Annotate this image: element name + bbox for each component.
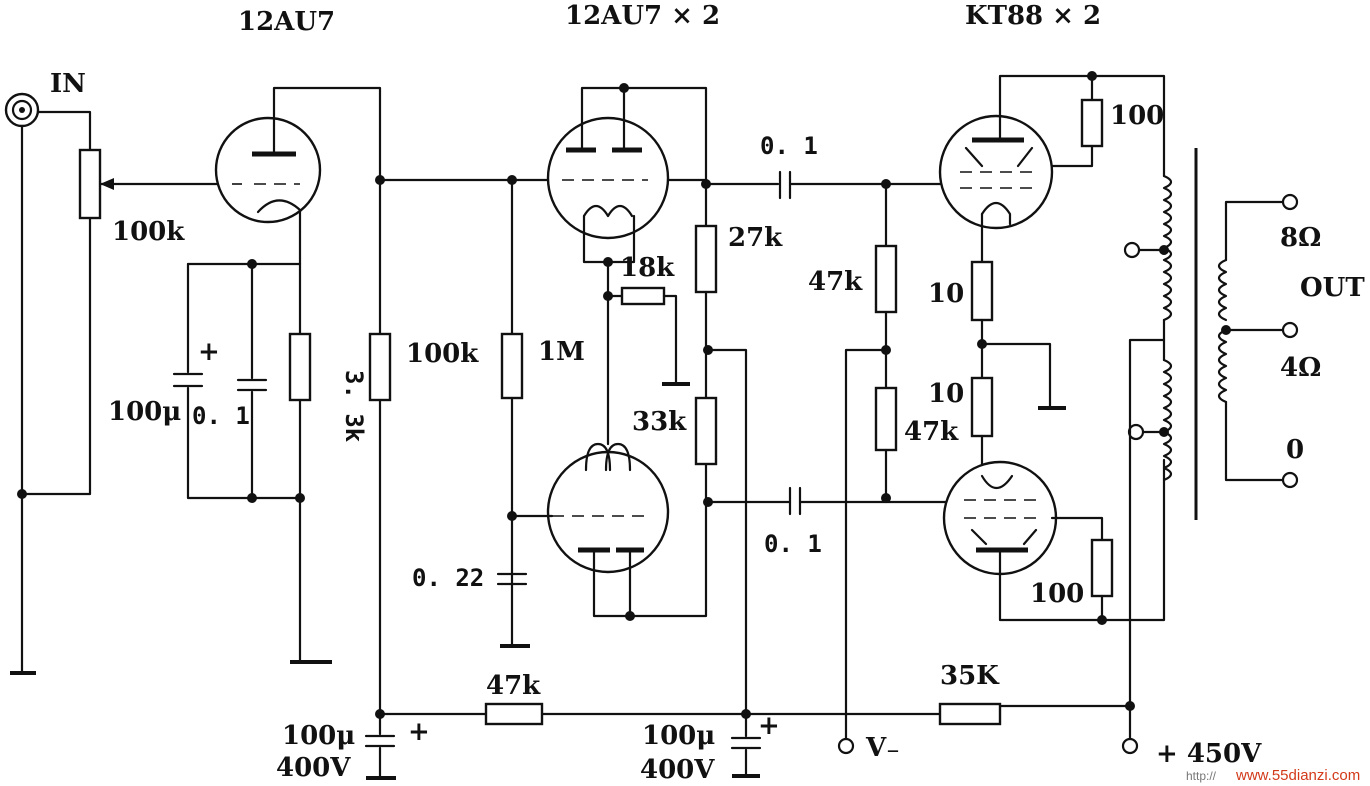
bias-terminal-label: V₋ xyxy=(865,733,900,763)
resistor-10-bottom xyxy=(970,376,994,438)
cap-supply1-polarity: + xyxy=(408,717,430,747)
wire-kt88-upper-plate xyxy=(998,74,1166,178)
res-47k-bottom-label: 47k xyxy=(904,417,959,447)
res-18k-label: 18k xyxy=(620,253,675,283)
wire-screen-upper xyxy=(1050,144,1094,168)
watermark-text: www.55dianzi.com xyxy=(1235,767,1360,784)
out-0-label: 0 xyxy=(1286,435,1304,465)
wire-cathode-ground xyxy=(980,342,1052,408)
res-100-top-label: 100 xyxy=(1110,101,1164,131)
resistor-18k xyxy=(620,286,666,306)
input-jack xyxy=(4,92,40,128)
cap-supply1-voltage: 400V xyxy=(276,753,351,783)
cap-supply2-voltage: 400V xyxy=(640,755,715,785)
resistor-10-top xyxy=(970,260,994,322)
res-27k-label: 27k xyxy=(728,223,783,253)
tube-kt88-upper xyxy=(938,114,1054,230)
resistor-100-top xyxy=(1080,98,1104,148)
res-10-top-label: 10 xyxy=(928,279,964,309)
res-100k-label: 100k xyxy=(406,339,479,369)
tube-label-kt88x2: KT88 × 2 xyxy=(965,1,1101,31)
resistor-47k-supply xyxy=(484,702,544,726)
wire-kt88-lower-plate xyxy=(998,458,1166,622)
cap-100u-polarity: + xyxy=(198,337,220,367)
bias-terminal[interactable] xyxy=(837,737,855,755)
res-3-3k-label: 3. 3k xyxy=(340,370,368,443)
out-0-terminal[interactable] xyxy=(1281,471,1299,489)
ul-tap-upper-terminal[interactable] xyxy=(1123,241,1141,259)
resistor-100k xyxy=(368,332,392,402)
out-8-label: 8Ω xyxy=(1280,223,1321,253)
cap-0-1-bot-label: 0. 1 xyxy=(764,530,822,558)
out-4-label: 4Ω xyxy=(1280,353,1321,383)
wire-out-8 xyxy=(1224,200,1286,262)
cap-0-1-top-label: 0. 1 xyxy=(760,132,818,160)
resistor-47k-top xyxy=(874,244,898,314)
hv-terminal[interactable] xyxy=(1121,737,1139,755)
tube-label-12au7x2: 12AU7 × 2 xyxy=(565,1,720,31)
res-47k-supply-label: 47k xyxy=(486,671,541,701)
resistor-3-3k xyxy=(288,332,312,402)
wire-out-0 xyxy=(1224,400,1286,482)
cap-100u-label: 100μ xyxy=(108,397,181,427)
wire-pot-bottom xyxy=(20,216,92,496)
pot-100k-label: 100k xyxy=(112,217,185,247)
cap-supply2-value: 100μ xyxy=(642,721,715,751)
res-100-bottom-label: 100 xyxy=(1030,579,1084,609)
res-33k-label: 33k xyxy=(632,407,687,437)
res-35k-supply-label: 35K xyxy=(940,661,1000,691)
resistor-47k-bottom xyxy=(874,386,898,452)
out-8-terminal[interactable] xyxy=(1281,193,1299,211)
cap-supply1-value: 100μ xyxy=(282,721,355,751)
resistor-33k xyxy=(694,396,718,466)
input-label: IN xyxy=(50,69,86,99)
tube-v2-upper xyxy=(546,116,670,264)
wire-v1-plate xyxy=(272,86,382,182)
tube-v2-lower xyxy=(546,442,670,574)
tube-v1 xyxy=(214,116,322,234)
cap-0-1-label: 0. 1 xyxy=(192,402,250,430)
wire-r18k-right xyxy=(662,294,678,384)
wire-v2-lower-plate xyxy=(592,462,708,618)
wire-supply-right xyxy=(998,704,1132,740)
volume-potentiometer xyxy=(78,148,102,220)
resistor-35k-supply xyxy=(938,702,1002,726)
cap-0-22-label: 0. 22 xyxy=(412,564,484,592)
hv-terminal-label: + 450V xyxy=(1156,739,1262,769)
wire-c100u-bottom xyxy=(186,386,302,500)
tube-label-12au7: 12AU7 xyxy=(238,7,335,37)
wire-bias-supply xyxy=(844,348,888,740)
wire-b-plus-v2 xyxy=(706,348,748,716)
resistor-27k xyxy=(694,224,718,294)
resistor-100-bottom xyxy=(1090,538,1114,598)
wire-in-to-pot xyxy=(36,110,92,152)
out-4-terminal[interactable] xyxy=(1281,321,1299,339)
out-label: OUT xyxy=(1300,273,1365,303)
wire-v2-upper-plate xyxy=(580,86,708,182)
res-1m-label: 1M xyxy=(538,337,585,367)
wire-screen-lower xyxy=(1050,516,1104,542)
output-transformer-secondary xyxy=(1217,258,1228,404)
wire-center-tap-b-plus xyxy=(1128,338,1166,708)
cap-supply2-polarity: + xyxy=(758,711,780,741)
resistor-1m xyxy=(500,332,524,400)
res-10-bottom-label: 10 xyxy=(928,379,964,409)
watermark-prefix: http:// xyxy=(1186,769,1217,783)
res-47k-top-label: 47k xyxy=(808,267,863,297)
